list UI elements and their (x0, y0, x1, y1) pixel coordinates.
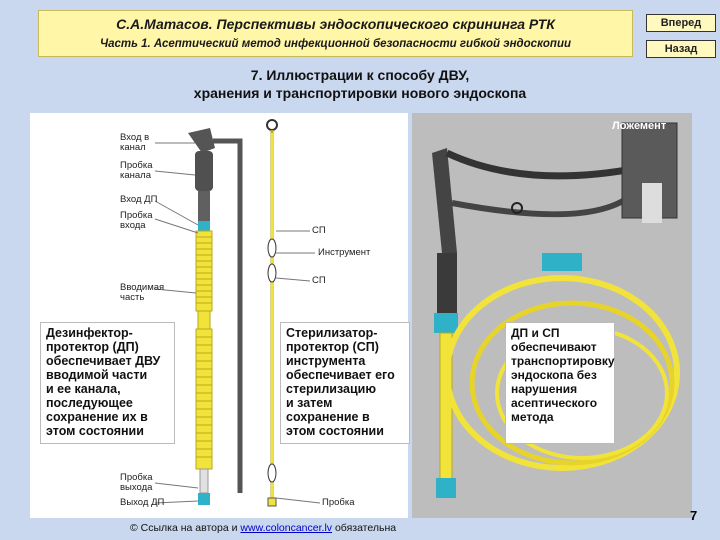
lodgement-tray (621, 122, 678, 219)
endoscope-photo (432, 122, 680, 498)
label-inlet-plug-text: Пробка входа (120, 210, 153, 231)
label-channel-plug-text: Пробка канала (120, 160, 153, 181)
label-inserted-part: Вводимая часть (120, 283, 164, 303)
label-inlet-channel-text: Вход в канал (120, 132, 150, 153)
slide-header: С.А.Матасов. Перспективы эндоскопическог… (38, 10, 633, 57)
label-outlet-dp: Выход ДП (120, 498, 164, 508)
slide-title-line1: 7. Иллюстрации к способу ДВУ, (250, 67, 470, 83)
label-inlet-dp-text: Вход ДП (120, 194, 158, 205)
sp-bottom-marker (267, 463, 277, 483)
dp-outlet-cap (198, 493, 210, 505)
header-subtitle: Часть 1. Асептический метод инфекционной… (99, 38, 572, 50)
footer: © Ссылка на автора и www.coloncancer.lv … (130, 522, 396, 534)
label-inlet-dp: Вход ДП (120, 195, 157, 205)
transport-text: ДП и СП обеспечивают транспортировку энд… (511, 326, 615, 424)
endoscope-handle (432, 148, 457, 253)
slide-title-line2: хранения и транспортировки нового эндоск… (193, 85, 527, 101)
sterilizer-text: Стерилизатор- протектор (СП) инструмента… (286, 326, 395, 438)
page-number: 7 (690, 508, 698, 523)
label-sp-bottom: СП (312, 275, 326, 286)
label-outlet-plug-text: Пробка выхода (120, 472, 153, 493)
endoscope-diagram-left (154, 119, 321, 507)
instrument-ring-photo (511, 202, 523, 214)
footer-link[interactable]: www.coloncancer.lv (240, 522, 333, 534)
dp-cap (434, 313, 458, 333)
dp-tube-lower (195, 328, 213, 470)
header-title: С.А.Матасов. Перспективы эндоскопическог… (116, 16, 555, 32)
forward-button[interactable]: Вперед (646, 14, 716, 32)
label-outlet-dp-text: Выход ДП (120, 497, 165, 508)
back-button[interactable]: Назад (646, 40, 716, 58)
disinfector-text-box: Дезинфектор- протектор (ДП) обеспечивает… (40, 322, 175, 444)
label-inserted-part-text: Вводимая часть (120, 282, 165, 303)
label-inlet-plug: Пробка входа (120, 211, 153, 231)
slide-title: 7. Иллюстрации к способу ДВУ, хранения и… (0, 66, 720, 102)
label-lodgement: Ложемент (612, 120, 667, 132)
endoscope-cable (213, 138, 243, 493)
instrument-marker (267, 263, 277, 283)
footer-suffix: обязательна (332, 522, 397, 534)
label-inlet-channel: Вход в канал (120, 133, 149, 153)
endoscope-body (195, 151, 213, 191)
illustration-panel-left: Вход в канал Пробка канала Вход ДП Пробк… (30, 113, 408, 518)
instrument-ring-icon (266, 119, 278, 131)
label-outlet-plug: Пробка выхода (120, 473, 153, 493)
illustration-panel-right: Ложемент (412, 113, 692, 518)
label-sp-top: СП (312, 225, 326, 236)
instrument-coil (444, 275, 680, 471)
transport-text-box: ДП и СП обеспечивают транспортировку энд… (505, 322, 615, 444)
sterilizer-text-box: Стерилизатор- протектор (СП) инструмента… (280, 322, 410, 444)
disinfector-text: Дезинфектор- протектор (ДП) обеспечивает… (46, 326, 161, 438)
label-channel-plug: Пробка канала (120, 161, 153, 181)
sp-top-marker (267, 238, 277, 258)
label-plug: Пробка (322, 497, 355, 508)
footer-prefix: © Ссылка на автора и (130, 522, 241, 534)
dp-inlet-cap (198, 221, 210, 231)
endoscope-head (188, 128, 215, 153)
label-instrument: Инструмент (318, 247, 371, 258)
